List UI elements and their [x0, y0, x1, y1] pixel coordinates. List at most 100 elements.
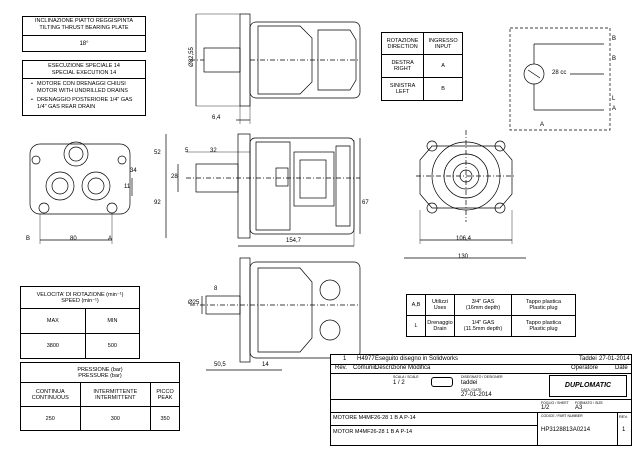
pressure-peak-label: PICCO PEAK — [150, 382, 180, 407]
rev-label: REV. — [619, 414, 628, 419]
part-number-value: HP3128813A0214 — [541, 427, 591, 433]
pressure-title: PRESSIONE (bar) PRESSURE (bar) — [20, 362, 180, 383]
dim-14: 14 — [262, 362, 269, 368]
dim-6-4: 6,4 — [212, 115, 221, 121]
tilt-title: INCLINAZIONE PIATTO REGGISPINTA TILTING … — [34, 18, 134, 31]
hdr-operator: Operatore — [571, 365, 599, 371]
dim-flange: Ø82,55 — [188, 47, 195, 67]
ports-table: A,B Utilizzi Uses 3/4" GAS (16mm depth) … — [406, 294, 576, 337]
sheet-label: FOGLIO / SHEET — [541, 401, 569, 405]
dim-25: Ø25 — [188, 300, 200, 306]
part-number-label: CODICE / PART NUMBER — [541, 414, 583, 418]
rotation-left: SINISTRA LEFT — [380, 77, 425, 101]
date-value: 27-01-2014 — [461, 392, 492, 398]
dim-32: 32 — [210, 148, 217, 154]
pressure-peak-value: 350 — [150, 406, 180, 431]
symbol-port-l: L — [612, 96, 616, 102]
dim-port-b: B — [26, 236, 31, 242]
rev-date: 27-01-2014 — [599, 356, 630, 362]
ports-l-plug: Tappo plastica Plastic plug — [511, 315, 576, 337]
bullet-2: • — [31, 97, 33, 103]
speed-min-label: MIN — [84, 308, 141, 334]
pressure-table: PRESSIONE (bar) PRESSURE (bar) CONTINUA … — [20, 362, 180, 431]
rev-number: 1 — [343, 356, 347, 362]
hdr-date: Date — [615, 365, 628, 371]
left-end-view — [29, 141, 133, 244]
dim-67: 67 — [362, 200, 369, 206]
ports-uses: Utilizzi Uses — [425, 294, 455, 316]
speed-table: VELOCITA' DI ROTAZIONE (min⁻¹) SPEED (mi… — [20, 286, 141, 359]
tilt-value: 18° — [79, 41, 89, 47]
pressure-continuous-value: 250 — [20, 406, 81, 431]
scale-value: 1 / 2 — [393, 380, 405, 386]
front-view — [404, 130, 526, 259]
speed-max-value: 3800 — [20, 333, 86, 359]
ports-ab-plug: Tappo plastica Plastic plug — [511, 294, 576, 316]
date-label: DATA / DATE — [461, 388, 482, 392]
symbol-port-a2: A — [540, 122, 545, 128]
dim-106-4: 106,4 — [456, 236, 472, 242]
title-block: 1 H4977 Eseguito disegno in Solidworks T… — [330, 354, 632, 446]
dim-50-5: 50,5 — [214, 362, 226, 368]
hdr-modif: Comunic. — [353, 365, 379, 371]
rev-code: H4977 — [357, 356, 375, 362]
special-item-2: DRENAGGIO POSTERIORE 1/4" GAS 1/4" GAS R… — [37, 97, 133, 110]
rev-operator: Taddei — [579, 356, 597, 362]
hydraulic-symbol — [509, 27, 611, 131]
speed-title: VELOCITA' DI ROTAZIONE (min⁻¹) SPEED (mi… — [20, 286, 140, 309]
rotation-left-input: B — [423, 77, 463, 101]
dim-port-a: A — [108, 236, 113, 242]
dim-130: 130 — [458, 254, 469, 260]
sheet-value: 1/2 — [541, 405, 550, 411]
format-label: FORMATO / SIZE — [575, 401, 603, 405]
rotation-header-direction: ROTAZIONE DIRECTION — [380, 32, 425, 55]
speed-min-value: 500 — [84, 333, 141, 359]
brand-logo: DUPLOMATIC — [549, 375, 627, 397]
dim-11: 11 — [124, 184, 131, 190]
rotation-right-input: A — [423, 54, 463, 78]
displacement-label: 28 cc — [552, 70, 567, 76]
tilt-box: INCLINAZIONE PIATTO REGGISPINTA TILTING … — [22, 16, 146, 52]
hdr-rev: Rev. — [335, 365, 347, 371]
special-title: ESECUZIONE SPECIALE 14 SPECIAL EXECUTION… — [48, 63, 120, 76]
speed-max-label: MAX — [20, 308, 86, 334]
format-value: A3 — [575, 405, 583, 411]
rev-description: Eseguito disegno in Solidworks — [375, 356, 459, 362]
dim-28: 28 — [171, 174, 178, 180]
pressure-intermittent-value: 300 — [79, 406, 152, 431]
rotation-right: DESTRA RIGHT — [380, 54, 425, 78]
dim-52: 52 — [154, 150, 161, 156]
top-view — [190, 13, 361, 124]
description-it: MOTORE M4MF26-28 1 B A P-14 — [333, 415, 416, 421]
symbol-port-b2: B — [612, 56, 617, 62]
projection-icon — [431, 377, 453, 387]
ports-l-thread: 1/4" GAS (11.5mm depth) — [454, 315, 512, 337]
special-item-1: MOTORE CON DRENAGGI CHIUSI MOTOR WITH UN… — [37, 81, 128, 94]
description-en: MOTOR M4MF26-28 1 B A P-14 — [333, 429, 413, 435]
dim-5: 5 — [185, 148, 189, 154]
ports-l: L — [406, 315, 426, 337]
designer-value: taddei — [461, 380, 478, 386]
pressure-intermittent-label: INTERMITTENTE INTERMITTENT — [79, 382, 152, 407]
symbol-port-a: A — [612, 106, 617, 112]
rev-value: 1 — [622, 427, 626, 433]
dim-8: 8 — [214, 286, 218, 292]
symbol-port-b: B — [612, 36, 617, 42]
pressure-continuous-label: CONTINUA CONTINUOUS — [20, 382, 81, 407]
designer-label: DISEGNATO / DESIGNER — [461, 375, 503, 379]
dim-34: 34 — [130, 168, 137, 174]
ports-ab-thread: 3/4" GAS (16mm depth) — [454, 294, 512, 316]
dim-154-7: 154,7 — [286, 238, 302, 244]
ports-ab: A,B — [406, 294, 426, 316]
bullet-1: • — [31, 81, 33, 87]
bottom-view — [190, 257, 361, 371]
special-box: ESECUZIONE SPECIALE 14 SPECIAL EXECUTION… — [22, 60, 146, 116]
dim-80: 80 — [70, 236, 77, 242]
rotation-header-input: INGRESSO INPUT — [423, 32, 463, 55]
hdr-desc: Descrizione Modifica — [375, 365, 431, 371]
scale-label: SCALA / SCALE — [393, 375, 419, 379]
dim-92: 92 — [154, 200, 161, 206]
side-view — [165, 133, 361, 247]
